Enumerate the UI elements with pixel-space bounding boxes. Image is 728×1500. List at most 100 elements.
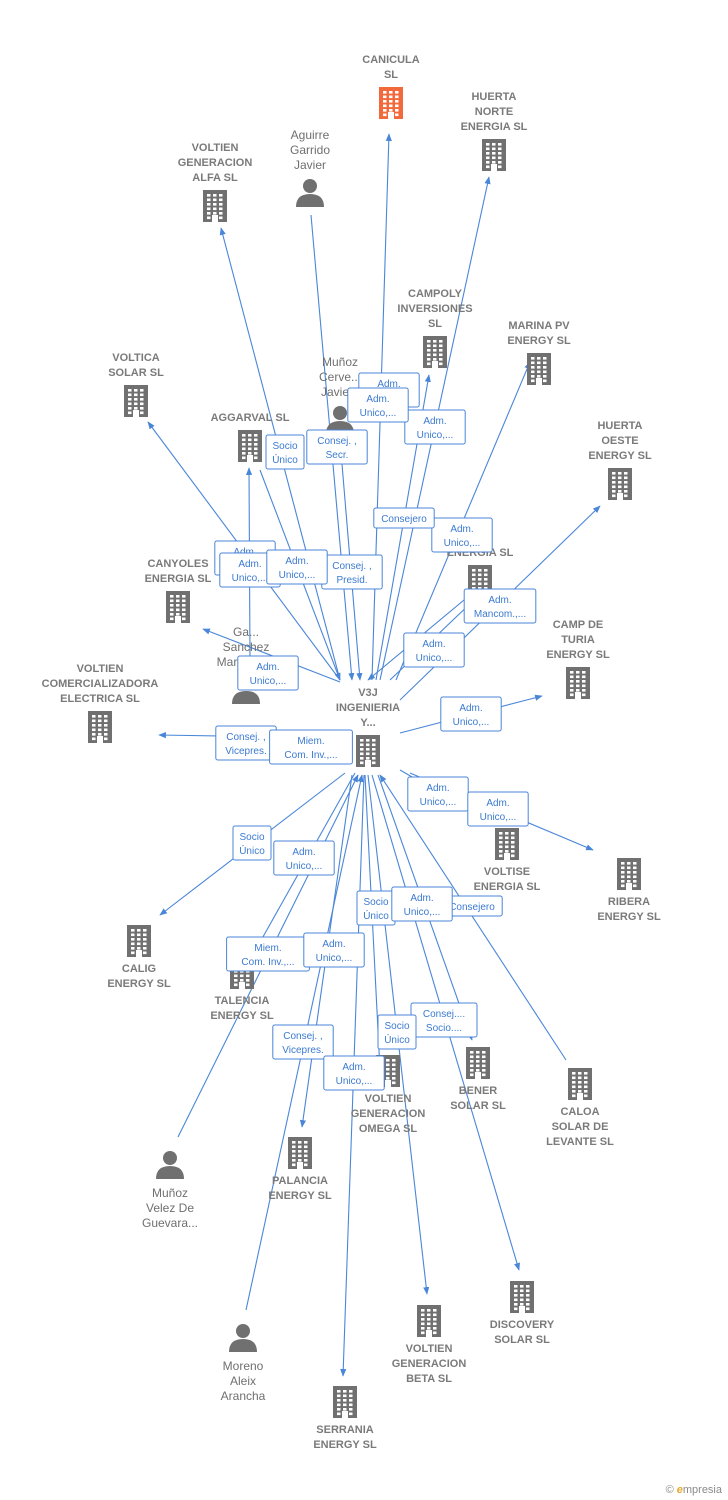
edge-label-v3j-serrania[interactable]: Adm.Unico,... — [391, 886, 453, 922]
edge-label-energia_x-v3j[interactable]: Consejero — [373, 507, 435, 529]
edge-label-moreno-v3j[interactable]: Adm.Unico,... — [303, 932, 365, 968]
edge-label-text: Único — [384, 1033, 410, 1046]
edge-label-text: Adm. — [292, 847, 315, 858]
node-label-line: TALENCIA — [215, 995, 270, 1007]
edge-label-text: Miem. — [297, 736, 324, 747]
edge-label-munoz_velez-v3j[interactable]: Miem.Com. Inv.,... — [226, 936, 310, 972]
node-label-line: Velez De — [146, 1201, 194, 1215]
building-icon — [510, 1281, 534, 1313]
edge-label-text: Único — [272, 453, 298, 466]
edge-label-v3j-voltien_comer[interactable]: Consej. ,Vicepres. — [215, 725, 277, 761]
edge-label-v3j-camp_turia[interactable]: Adm.Unico,... — [440, 696, 502, 732]
edge-caloa-v3j — [379, 774, 567, 1061]
node-label-line: SOLAR SL — [494, 1334, 550, 1346]
edge-label-v3j-talencia[interactable]: Adm. Unico,... — [273, 840, 335, 876]
node-label-line: MARINA PV — [508, 320, 570, 332]
node-label-line: VOLTIEN — [192, 142, 239, 154]
building-icon — [333, 1386, 357, 1418]
edge-label-text: Adm. — [426, 783, 449, 794]
edge-label-v3j-palancia[interactable]: Consej. ,Vicepres. — [272, 1024, 334, 1060]
edge-label-text: Mancom.,... — [474, 609, 526, 620]
building-icon — [482, 139, 506, 171]
edge-label-text: Adm. — [422, 639, 445, 650]
edge-label-munoz_cerv-v3j[interactable]: Consej. ,Presid. — [321, 554, 383, 590]
brand-initial: e — [676, 1484, 683, 1496]
edge-label-text: Único — [363, 909, 389, 922]
building-icon — [495, 828, 519, 860]
edge-label-v3j-discovery[interactable]: Adm.Unico,... — [323, 1055, 385, 1091]
node-label-line: BENER — [459, 1085, 498, 1097]
edge-label-text: Unico,... — [286, 861, 323, 872]
edge-label-text: Consej. , — [317, 436, 356, 447]
node-label-line: Moreno — [223, 1359, 264, 1373]
building-icon — [417, 1305, 441, 1337]
node-label-line: SOLAR SL — [108, 367, 164, 379]
edge-label-v3j-voltica[interactable]: Adm.Unico,... — [219, 552, 281, 588]
node-aggarval[interactable]: AGGARVAL SL — [211, 412, 290, 462]
edge-label-aguirre-v3j[interactable]: Consej. ,Secr. — [306, 429, 368, 465]
edge-label-text: Adm. — [238, 559, 261, 570]
building-icon — [238, 430, 262, 462]
node-label-line: Aleix — [230, 1374, 256, 1388]
edge-label-v3j-huerta_oeste[interactable]: Adm.Mancom.,... — [463, 588, 537, 624]
node-label-line: OESTE — [601, 435, 638, 447]
edge-label-v3j-ribera[interactable]: Adm.Unico,... — [467, 791, 529, 827]
node-label-line: ENERGIA SL — [474, 881, 541, 893]
node-label-line: VOLTIEN — [406, 1343, 453, 1355]
edge-label-text: Socio — [272, 441, 297, 452]
edge-label-v3j-voltise[interactable]: Adm.Unico,... — [407, 776, 469, 812]
node-label-line: Aguirre — [291, 128, 330, 142]
edge-label-v3j-energia_x[interactable]: Adm. Unico,... — [403, 632, 465, 668]
edge-label-text: Unico,... — [416, 653, 453, 664]
edge-label-v3j-canyoles[interactable]: Adm.Unico,... — [266, 549, 328, 585]
building-icon — [356, 735, 380, 767]
node-v3j[interactable]: V3JINGENIERIAY... — [336, 687, 400, 767]
node-label-line: V3J — [358, 687, 378, 699]
edge-label-text: Consej. , — [283, 1031, 322, 1042]
edge-label-v3j-campoly[interactable]: Adm.Unico,... — [347, 387, 409, 423]
edge-label-v3j-bener[interactable]: Consej....Socio.... — [410, 1002, 478, 1038]
edge-label-ga_sanchez-v3j[interactable]: Miem.Com. Inv.,... — [269, 729, 353, 765]
node-label-line: NORTE — [475, 106, 514, 118]
node-label-line: HUERTA — [471, 91, 516, 103]
edge-label-text: Unico,... — [336, 1076, 373, 1087]
node-label-line: ENERGY SL — [546, 649, 610, 661]
person-icon — [296, 179, 324, 207]
edge-label-v3j-huerta_norte[interactable]: Adm.Unico,... — [404, 409, 466, 445]
node-label-line: Muñoz — [322, 355, 358, 369]
node-label-line: ENERGIA SL — [145, 573, 212, 585]
node-discovery[interactable]: DISCOVERY SOLAR SL — [490, 1281, 555, 1346]
edge-label-v3j-marina_pv[interactable]: Adm.Unico,... — [431, 517, 493, 553]
edge-label-v3j-aggarval[interactable]: Adm.Unico,... — [237, 655, 299, 691]
building-icon — [527, 353, 551, 385]
node-label-line: DISCOVERY — [490, 1319, 555, 1331]
brand-name: mpresia — [682, 1484, 722, 1496]
node-label-line: ENERGY SL — [107, 978, 171, 990]
